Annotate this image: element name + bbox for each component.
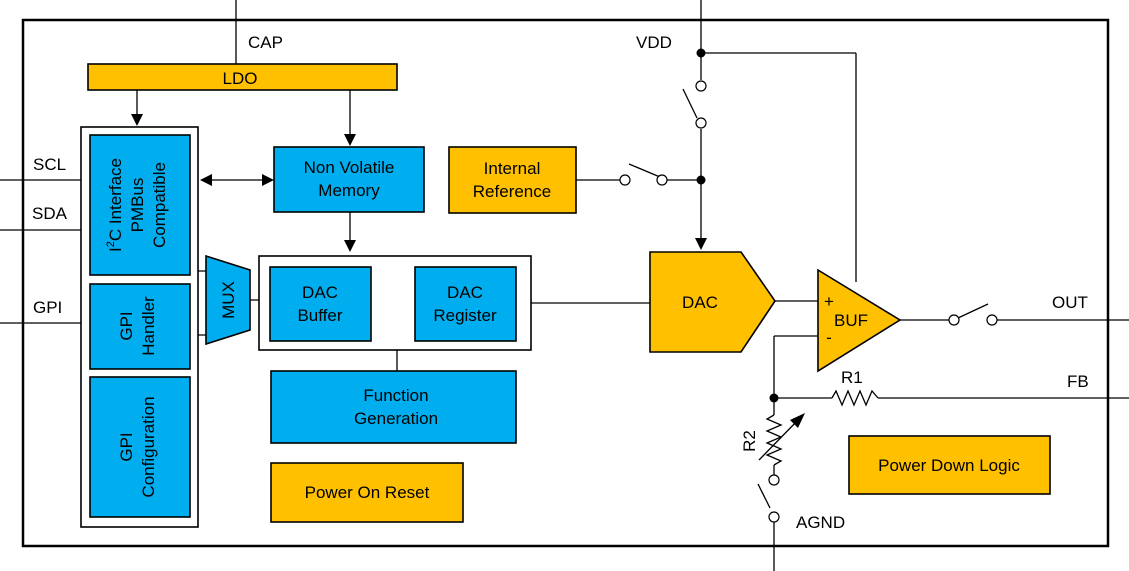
func-gen-label-2: Generation (354, 409, 438, 428)
iref-label-1: Internal (484, 159, 541, 178)
buf-minus-label: - (826, 328, 832, 347)
power-on-reset-block (270, 462, 464, 523)
gpi-handler-block (89, 283, 191, 370)
internal-reference-block (448, 146, 577, 214)
gpi-config-label-1: GPI (117, 432, 136, 461)
buf-plus-label: + (824, 292, 834, 311)
non-volatile-memory-block (273, 146, 425, 213)
nvm-label-1: Non Volatile (304, 158, 395, 177)
dac-label: DAC (682, 293, 718, 312)
dac-register-label-2: Register (433, 306, 497, 325)
gpi-config-label-2: Configuration (139, 396, 158, 497)
i2c-label: I2C Interface (105, 158, 125, 252)
dac-register-label-1: DAC (447, 283, 483, 302)
chip-outline (21, 18, 1110, 548)
pin-cap-label: CAP (248, 33, 283, 52)
i2c-interface-block (89, 134, 191, 276)
dac-buffer-block (269, 266, 372, 342)
pin-vdd-label: VDD (636, 33, 672, 52)
junction-dots (696, 48, 779, 403)
func-gen-label-1: Function (363, 386, 428, 405)
pin-fb-label: FB (1067, 372, 1089, 391)
pin-out-label: OUT (1052, 293, 1088, 312)
por-label: Power On Reset (305, 483, 430, 502)
pin-gpi-label: GPI (33, 298, 62, 317)
power-down-logic-block (848, 435, 1051, 495)
gpi-configuration-block (89, 376, 191, 518)
gpi-handler-label-1: GPI (117, 311, 136, 340)
dac-block (649, 251, 776, 353)
buf-amplifier (817, 268, 902, 373)
pmbus-label: PMBus (128, 178, 147, 233)
dac-buffer-label-2: Buffer (297, 306, 342, 325)
r1-label: R1 (841, 368, 863, 387)
dac-buffer-label-1: DAC (302, 283, 338, 302)
compatible-label: Compatible (150, 162, 169, 248)
iref-label-2: Reference (473, 182, 551, 201)
buf-label: BUF (834, 311, 868, 330)
pin-scl-label: SCL (33, 155, 66, 174)
dac-register-block (414, 266, 517, 342)
ldo-block (87, 63, 398, 91)
function-generation-block (270, 370, 517, 444)
gpi-handler-label-2: Handler (139, 296, 158, 356)
r2-label: R2 (740, 430, 759, 452)
mux-block (205, 254, 251, 346)
pin-sda-label: SDA (32, 204, 68, 223)
nvm-label-2: Memory (318, 181, 380, 200)
ldo-label: LDO (223, 69, 258, 88)
pdl-label: Power Down Logic (878, 456, 1020, 475)
switch-contacts (619, 80, 998, 523)
pin-agnd-label: AGND (796, 513, 845, 532)
mux-label: MUX (219, 281, 238, 319)
